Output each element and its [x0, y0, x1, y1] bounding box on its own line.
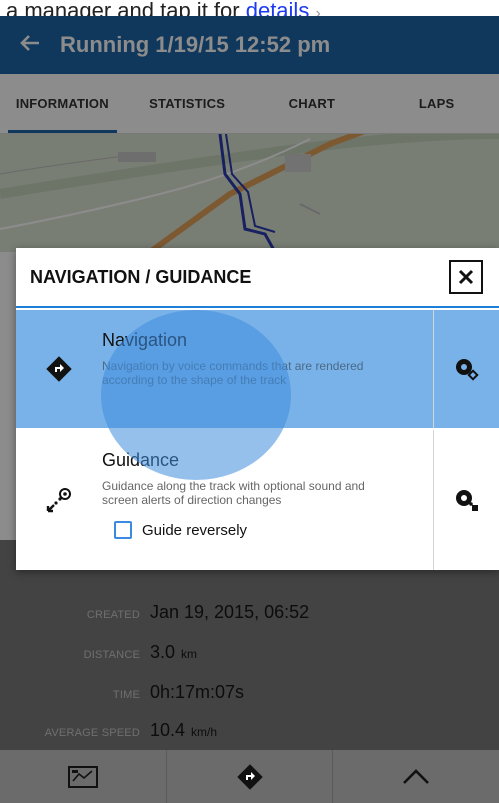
guidance-target-icon [455, 490, 478, 511]
checkbox-label: Guide reversely [142, 521, 248, 539]
navigation-target-icon [455, 359, 479, 381]
back-button[interactable] [0, 30, 60, 61]
detail-label: TIME [112, 689, 140, 701]
close-button[interactable] [449, 260, 483, 294]
dialog-title: NAVIGATION / GUIDANCE [30, 266, 252, 287]
navigate-button[interactable] [167, 750, 334, 803]
map-button[interactable] [0, 750, 167, 803]
tab-chart[interactable]: CHART [288, 96, 336, 111]
detail-label: AVERAGE SPEED [44, 727, 140, 739]
guidance-text: Guidance Guidance along the track with o… [102, 430, 433, 570]
detail-row-average-speed: AVERAGE SPEED 10.4 km/h [0, 720, 217, 741]
detail-value: Jan 19, 2015, 06:52 [150, 602, 310, 622]
guidance-description: Guidance along the track with optional s… [102, 479, 365, 507]
track-details: CREATED Jan 19, 2015, 06:52 DISTANCE 3.0… [0, 540, 499, 750]
track-map[interactable] [0, 134, 499, 252]
navigation-icon-cell [16, 310, 102, 428]
expand-button[interactable] [333, 750, 499, 803]
navigation-name: Navigation [102, 330, 188, 350]
app-bar: Running 1/19/15 12:52 pm [0, 16, 499, 74]
navigation-diamond-icon [236, 763, 263, 790]
close-icon [458, 269, 474, 285]
guidance-path-icon [46, 488, 71, 513]
map-graphic [0, 134, 499, 252]
bottom-action-bar [0, 750, 499, 803]
detail-unit: km/h [191, 725, 218, 739]
detail-label: DISTANCE [83, 649, 140, 661]
navigation-guidance-dialog: NAVIGATION / GUIDANCE Navigation Navigat… [16, 248, 499, 570]
arrow-left-icon [20, 34, 39, 51]
map-icon [67, 765, 98, 788]
navigation-diamond-icon [46, 356, 72, 382]
tab-statistics[interactable]: STATISTICS [149, 96, 226, 111]
detail-row-distance: DISTANCE 3.0 km [0, 642, 197, 663]
detail-value: 10.4 [150, 720, 186, 740]
tab-laps[interactable]: LAPS [418, 96, 455, 111]
tab-information[interactable]: INFORMATION [0, 74, 125, 133]
guidance-name: Guidance [102, 450, 180, 470]
detail-row-created: CREATED Jan 19, 2015, 06:52 [0, 602, 315, 623]
page-title: Running 1/19/15 12:52 pm [60, 32, 331, 57]
navigation-settings-button[interactable] [433, 310, 499, 428]
detail-label: CREATED [86, 609, 140, 621]
navigation-description: Navigation by voice commands that are re… [102, 359, 364, 387]
guidance-icon-cell [16, 430, 102, 570]
guidance-settings-button[interactable] [433, 430, 499, 570]
detail-value: 3.0 [150, 642, 176, 662]
checkbox-box[interactable] [114, 521, 132, 539]
detail-unit: km [181, 647, 198, 661]
navigation-text: Navigation Navigation by voice commands … [102, 310, 433, 428]
dialog-header: NAVIGATION / GUIDANCE [16, 248, 499, 308]
detail-value: 0h:17m:07s [150, 682, 245, 702]
navigation-option[interactable]: Navigation Navigation by voice commands … [16, 310, 499, 428]
tab-bar: INFORMATION STATISTICS CHART LAPS [0, 74, 499, 134]
guidance-option[interactable]: Guidance Guidance along the track with o… [16, 430, 499, 570]
chevron-up-icon [403, 768, 430, 784]
caption-chevron: › [315, 5, 321, 22]
guide-reversely-checkbox[interactable]: Guide reversely [114, 521, 433, 539]
detail-row-time: TIME 0h:17m:07s [0, 682, 250, 703]
